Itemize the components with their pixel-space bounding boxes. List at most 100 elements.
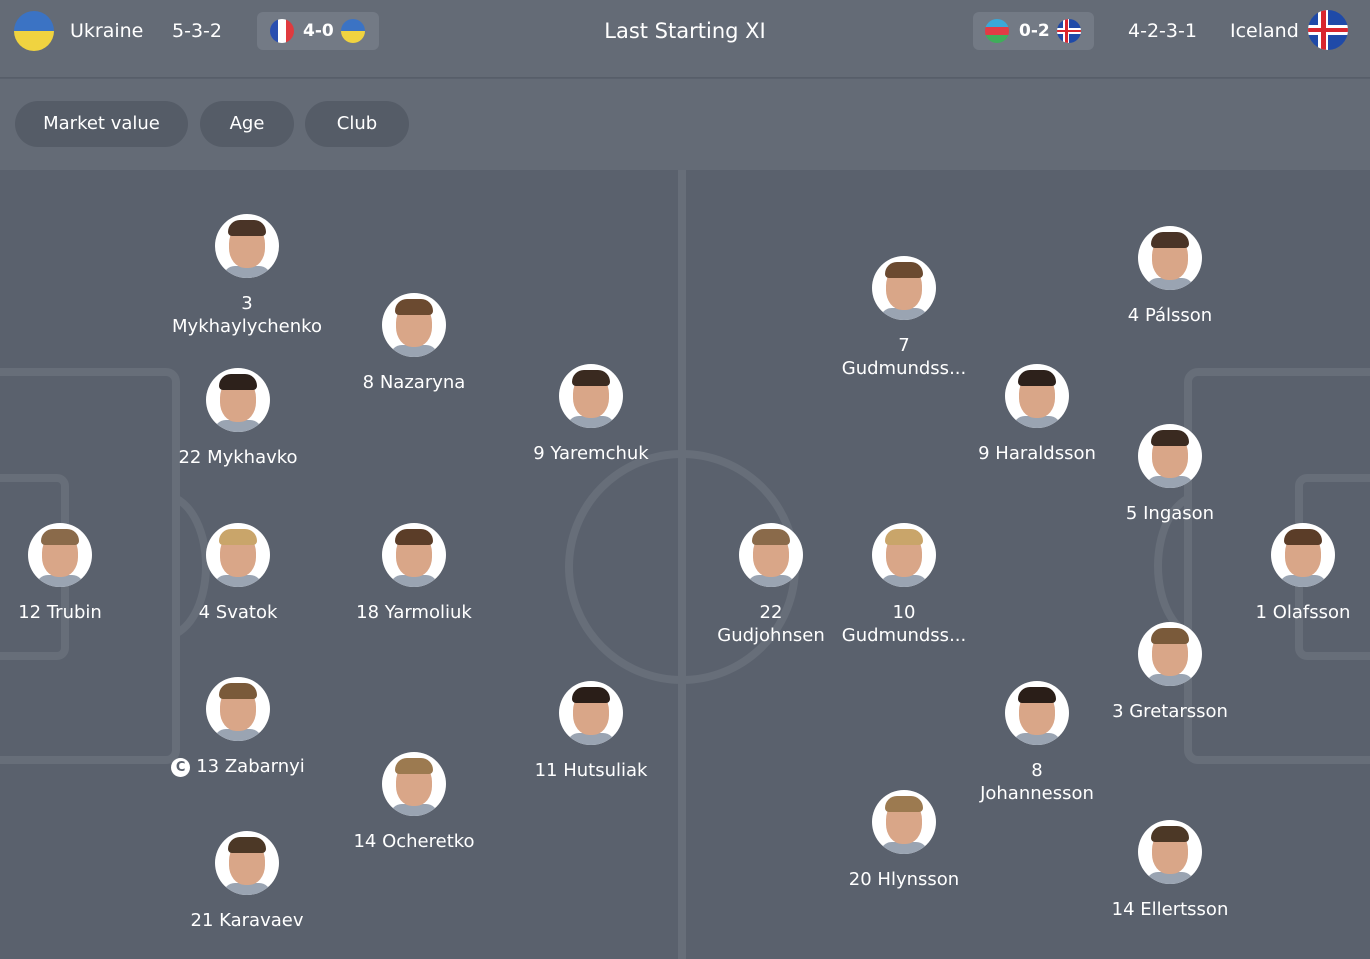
player-label: 22 Mykhavko — [178, 447, 298, 468]
away-player[interactable]: 10 Gudmundss... — [819, 523, 989, 647]
player-avatar[interactable] — [382, 293, 446, 357]
player-label: 1 Olafsson — [1255, 602, 1351, 623]
player-label: 21 Karavaev — [190, 910, 304, 931]
age-filter-button[interactable]: Age — [200, 101, 294, 147]
home-team-name[interactable]: Ukraine — [70, 20, 144, 42]
player-avatar[interactable] — [872, 523, 936, 587]
player-avatar[interactable] — [215, 831, 279, 895]
club-filter-button[interactable]: Club — [305, 101, 409, 147]
right-penalty-box — [1184, 368, 1370, 764]
player-avatar[interactable] — [1271, 523, 1335, 587]
player-label: 14 Ocheretko — [353, 831, 475, 852]
home-player[interactable]: 8 Nazaryna — [329, 293, 499, 394]
away-player[interactable]: 5 Ingason — [1085, 424, 1255, 525]
away-last-score: 0-2 — [1019, 21, 1050, 41]
ukraine-flag-small-icon — [341, 19, 365, 43]
player-label: 8 Johannesson — [980, 760, 1094, 804]
player-avatar[interactable] — [872, 790, 936, 854]
away-last-match[interactable]: 0-2 — [973, 12, 1094, 50]
player-name[interactable]: 14 Ellertsson — [1085, 898, 1255, 921]
player-name[interactable]: 5 Ingason — [1085, 502, 1255, 525]
player-name[interactable]: 12 Trubin — [0, 601, 145, 624]
player-name[interactable]: 21 Karavaev — [162, 909, 332, 932]
player-name[interactable]: 1 Olafsson — [1218, 601, 1370, 624]
player-label: 8 Nazaryna — [362, 372, 466, 393]
player-label: 12 Trubin — [18, 602, 102, 623]
player-name[interactable]: 20 Hlynsson — [819, 868, 989, 891]
away-player[interactable]: 22 Gudjohnsen — [686, 523, 856, 647]
player-avatar[interactable] — [215, 214, 279, 278]
player-name[interactable]: 22 Gudjohnsen — [686, 601, 856, 647]
home-player[interactable]: 12 Trubin — [0, 523, 145, 624]
player-label: 4 Svatok — [198, 602, 278, 623]
player-avatar[interactable] — [28, 523, 92, 587]
player-name[interactable]: 8 Johannesson — [952, 759, 1122, 805]
player-name[interactable]: 9 Haraldsson — [952, 442, 1122, 465]
player-name[interactable]: 18 Yarmoliuk — [329, 601, 499, 624]
player-name[interactable]: 7 Gudmundss... — [819, 334, 989, 380]
player-label: 10 Gudmundss... — [841, 602, 967, 646]
player-name[interactable]: 4 Svatok — [153, 601, 323, 624]
pitch — [0, 170, 1370, 959]
home-last-score: 4-0 — [303, 21, 334, 41]
home-player[interactable]: 11 Hutsuliak — [506, 681, 676, 782]
player-avatar[interactable] — [1005, 364, 1069, 428]
player-name[interactable]: 14 Ocheretko — [329, 830, 499, 853]
away-player[interactable]: 4 Pálsson — [1085, 226, 1255, 327]
player-label: 4 Pálsson — [1127, 305, 1213, 326]
player-label: 7 Gudmundss... — [841, 335, 967, 379]
home-formation: 5-3-2 — [172, 20, 222, 42]
player-avatar[interactable] — [1005, 681, 1069, 745]
player-name[interactable]: 10 Gudmundss... — [819, 601, 989, 647]
home-player[interactable]: 4 Svatok — [153, 523, 323, 624]
market-value-filter-button[interactable]: Market value — [15, 101, 188, 147]
iceland-flag-icon — [1308, 10, 1348, 50]
player-label: 22 Gudjohnsen — [717, 602, 825, 646]
away-player[interactable]: 8 Johannesson — [952, 681, 1122, 805]
player-label: 9 Haraldsson — [978, 443, 1096, 464]
away-player[interactable]: 20 Hlynsson — [819, 790, 989, 891]
player-name[interactable]: 9 Yaremchuk — [506, 442, 676, 465]
player-label: 3 Gretarsson — [1112, 701, 1228, 722]
home-last-match[interactable]: 4-0 — [257, 12, 379, 50]
home-player[interactable]: 21 Karavaev — [162, 831, 332, 932]
away-player[interactable]: 9 Haraldsson — [952, 364, 1122, 465]
player-avatar[interactable] — [872, 256, 936, 320]
home-player[interactable]: 14 Ocheretko — [329, 752, 499, 853]
player-avatar[interactable] — [382, 752, 446, 816]
player-avatar[interactable] — [739, 523, 803, 587]
home-player[interactable]: 9 Yaremchuk — [506, 364, 676, 465]
ukraine-flag-icon — [14, 11, 54, 51]
away-player[interactable]: 14 Ellertsson — [1085, 820, 1255, 921]
player-avatar[interactable] — [206, 523, 270, 587]
player-avatar[interactable] — [206, 677, 270, 741]
away-player[interactable]: 1 Olafsson — [1218, 523, 1370, 624]
player-label: 11 Hutsuliak — [534, 760, 648, 781]
player-name[interactable]: 8 Nazaryna — [329, 371, 499, 394]
player-avatar[interactable] — [1138, 226, 1202, 290]
player-avatar[interactable] — [559, 681, 623, 745]
away-player[interactable]: 7 Gudmundss... — [819, 256, 989, 380]
player-name[interactable]: 3 Gretarsson — [1085, 700, 1255, 723]
away-team-name[interactable]: Iceland — [1230, 20, 1299, 42]
player-name[interactable]: 3 Mykhaylychenko — [162, 292, 332, 338]
player-name[interactable]: 4 Pálsson — [1085, 304, 1255, 327]
player-label: 9 Yaremchuk — [533, 443, 649, 464]
france-flag-icon — [270, 19, 294, 43]
player-name[interactable]: 22 Mykhavko — [153, 446, 323, 469]
player-avatar[interactable] — [206, 368, 270, 432]
player-avatar[interactable] — [382, 523, 446, 587]
player-name[interactable]: 11 Hutsuliak — [506, 759, 676, 782]
player-label: 18 Yarmoliuk — [356, 602, 472, 623]
home-player[interactable]: 18 Yarmoliuk — [329, 523, 499, 624]
home-player[interactable]: 3 Mykhaylychenko — [162, 214, 332, 338]
home-player[interactable]: 22 Mykhavko — [153, 368, 323, 469]
player-avatar[interactable] — [559, 364, 623, 428]
away-player[interactable]: 3 Gretarsson — [1085, 622, 1255, 723]
player-avatar[interactable] — [1138, 424, 1202, 488]
iceland-flag-small-icon — [1057, 19, 1081, 43]
player-avatar[interactable] — [1138, 622, 1202, 686]
player-avatar[interactable] — [1138, 820, 1202, 884]
